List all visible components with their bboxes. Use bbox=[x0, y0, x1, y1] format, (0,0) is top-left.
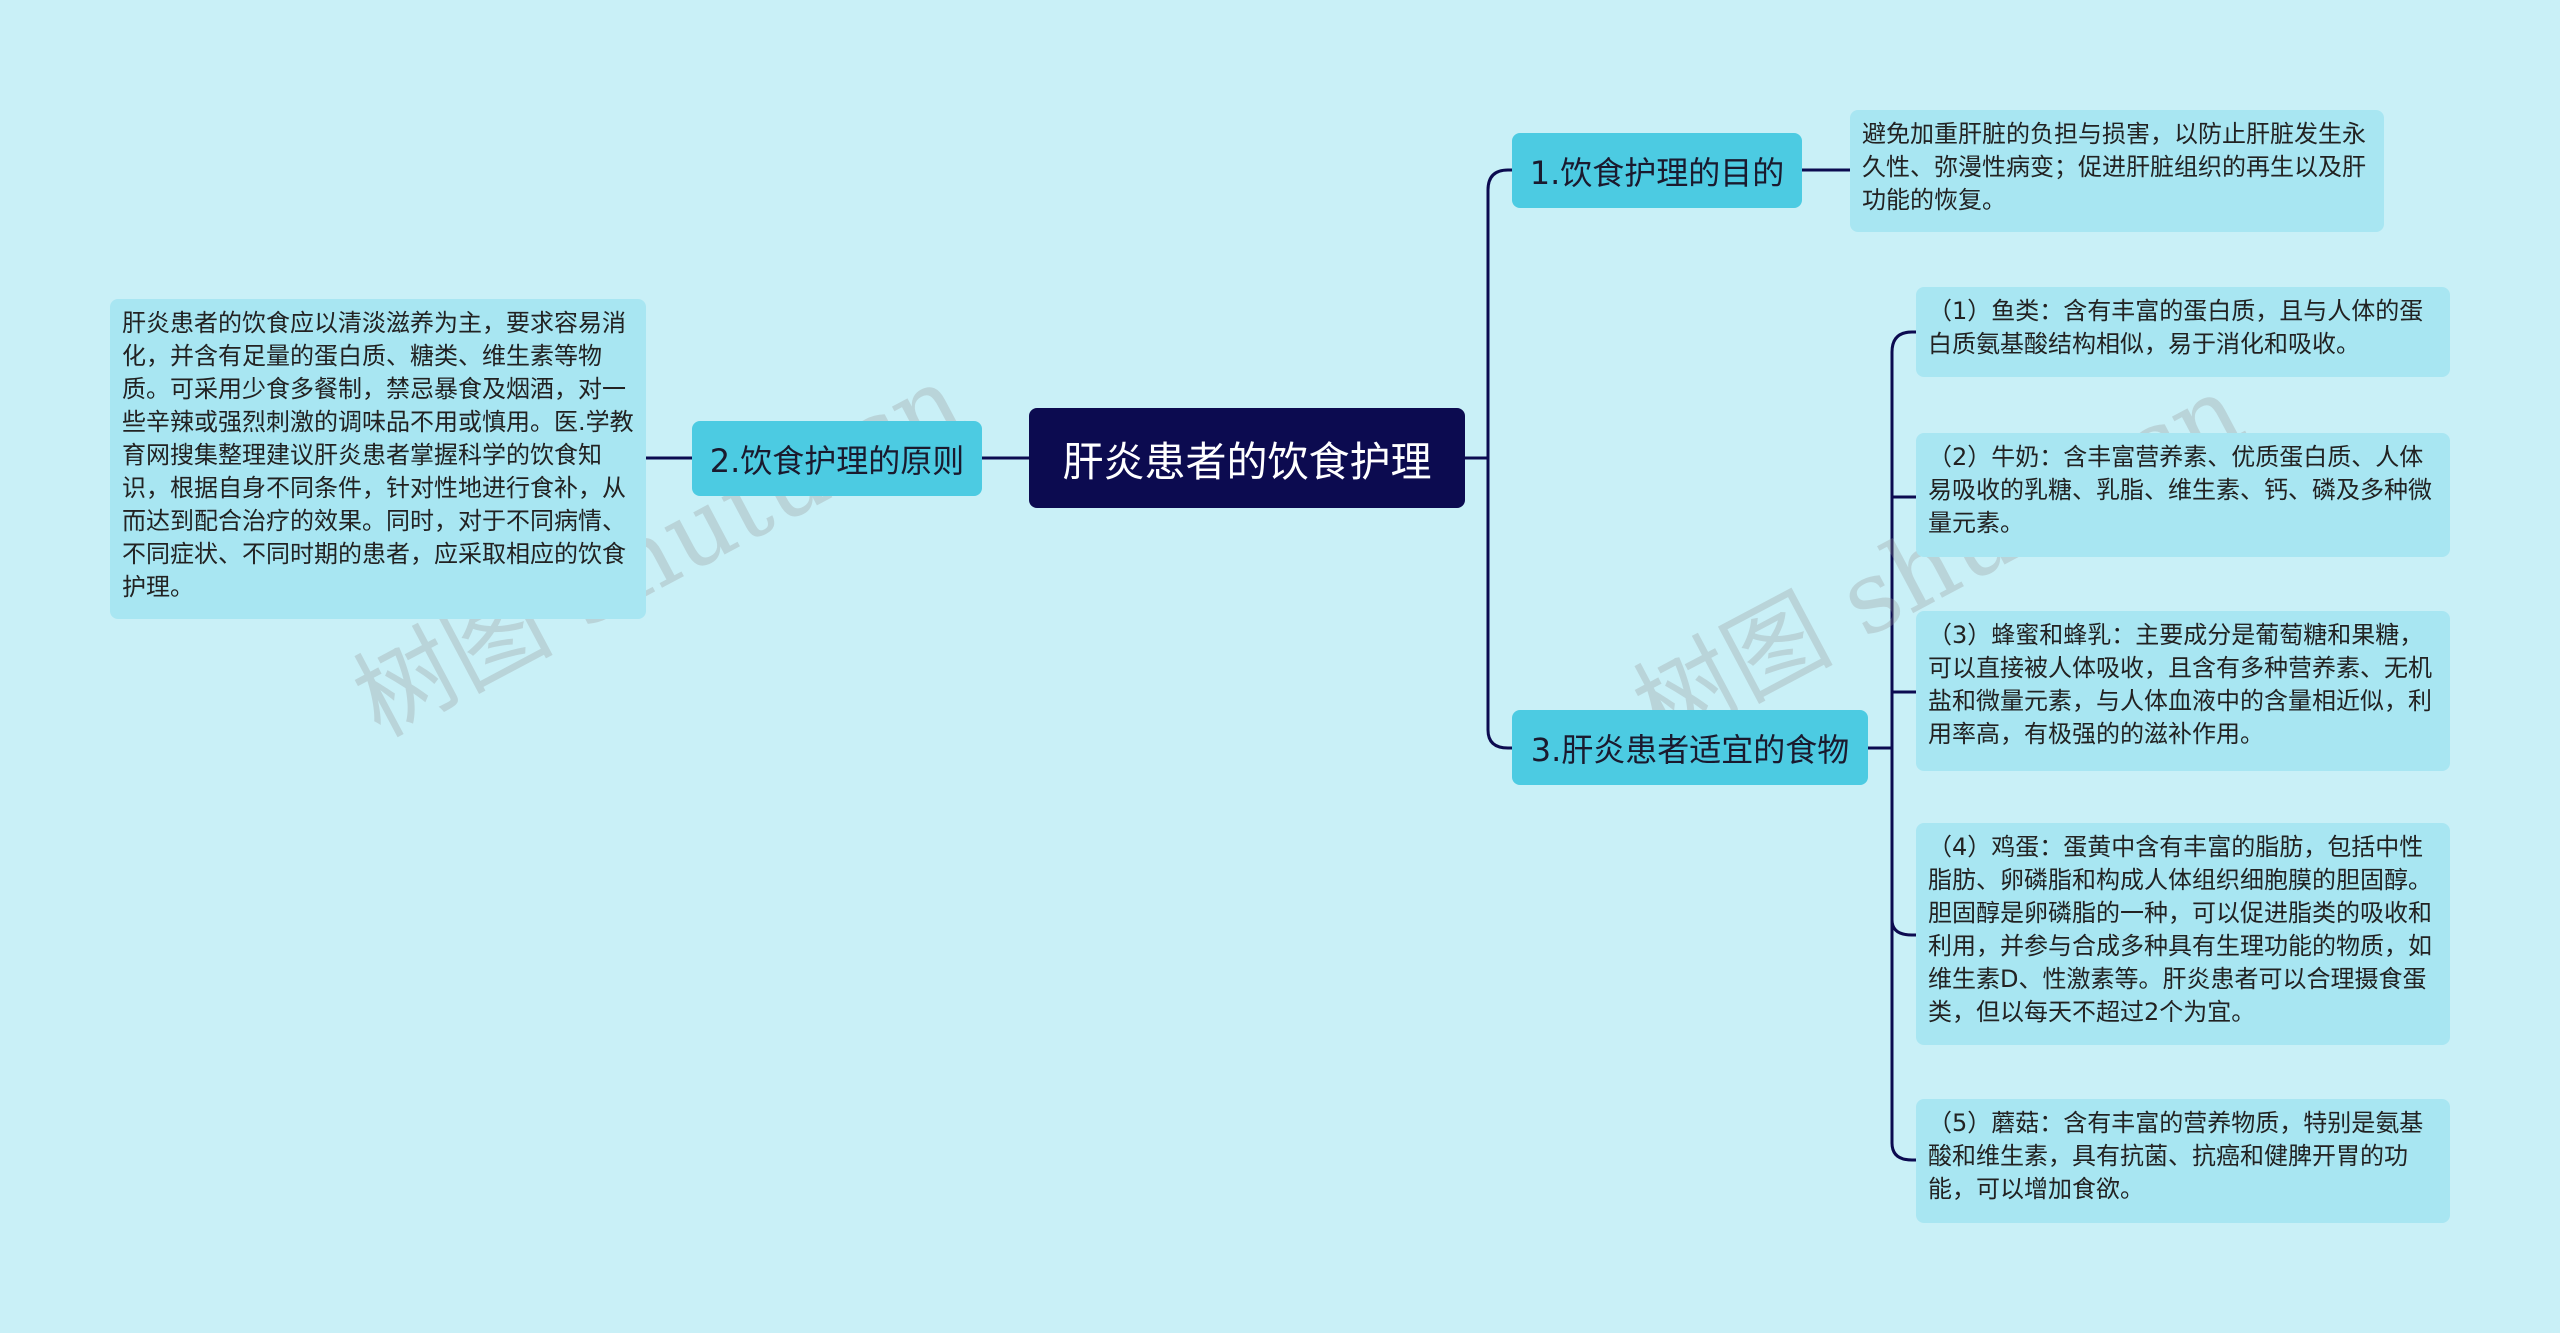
branch-node-purpose[interactable]: 1.饮食护理的目的 bbox=[1512, 133, 1802, 208]
branch-node-suitable-foods[interactable]: 3.肝炎患者适宜的食物 bbox=[1512, 710, 1868, 785]
leaf-egg[interactable]: （4）鸡蛋：蛋黄中含有丰富的脂肪，包括中性脂肪、卵磷脂和构成人体组织细胞膜的胆固… bbox=[1916, 823, 2450, 1045]
connector-branch-1 bbox=[1486, 168, 1512, 191]
leaf-honey[interactable]: （3）蜂蜜和蜂乳：主要成分是葡萄糖和果糖，可以直接被人体吸收，且含有多种营养素、… bbox=[1916, 611, 2450, 771]
connector-branch-3 bbox=[1486, 729, 1512, 750]
connector-leaf-3-5 bbox=[1890, 1142, 1916, 1162]
connector-leaf-3-1 bbox=[1890, 330, 1916, 353]
connector-leaf-3-4 bbox=[1890, 919, 1916, 937]
leaf-purpose[interactable]: 避免加重肝脏的负担与损害，以防止肝脏发生永久性、弥漫性病变；促进肝脏组织的再生以… bbox=[1850, 110, 2384, 232]
leaf-fish[interactable]: （1）鱼类：含有丰富的蛋白质，且与人体的蛋白质氨基酸结构相似，易于消化和吸收。 bbox=[1916, 287, 2450, 377]
leaf-principles[interactable]: 肝炎患者的饮食应以清淡滋养为主，要求容易消化，并含有足量的蛋白质、糖类、维生素等… bbox=[110, 299, 646, 619]
leaf-mushroom[interactable]: （5）蘑菇：含有丰富的营养物质，特别是氨基酸和维生素，具有抗菌、抗癌和健脾开胃的… bbox=[1916, 1099, 2450, 1223]
leaf-milk[interactable]: （2）牛奶：含丰富营养素、优质蛋白质、人体易吸收的乳糖、乳脂、维生素、钙、磷及多… bbox=[1916, 433, 2450, 557]
root-node[interactable]: 肝炎患者的饮食护理 bbox=[1029, 408, 1465, 508]
branch-node-principles[interactable]: 2.饮食护理的原则 bbox=[692, 421, 982, 496]
